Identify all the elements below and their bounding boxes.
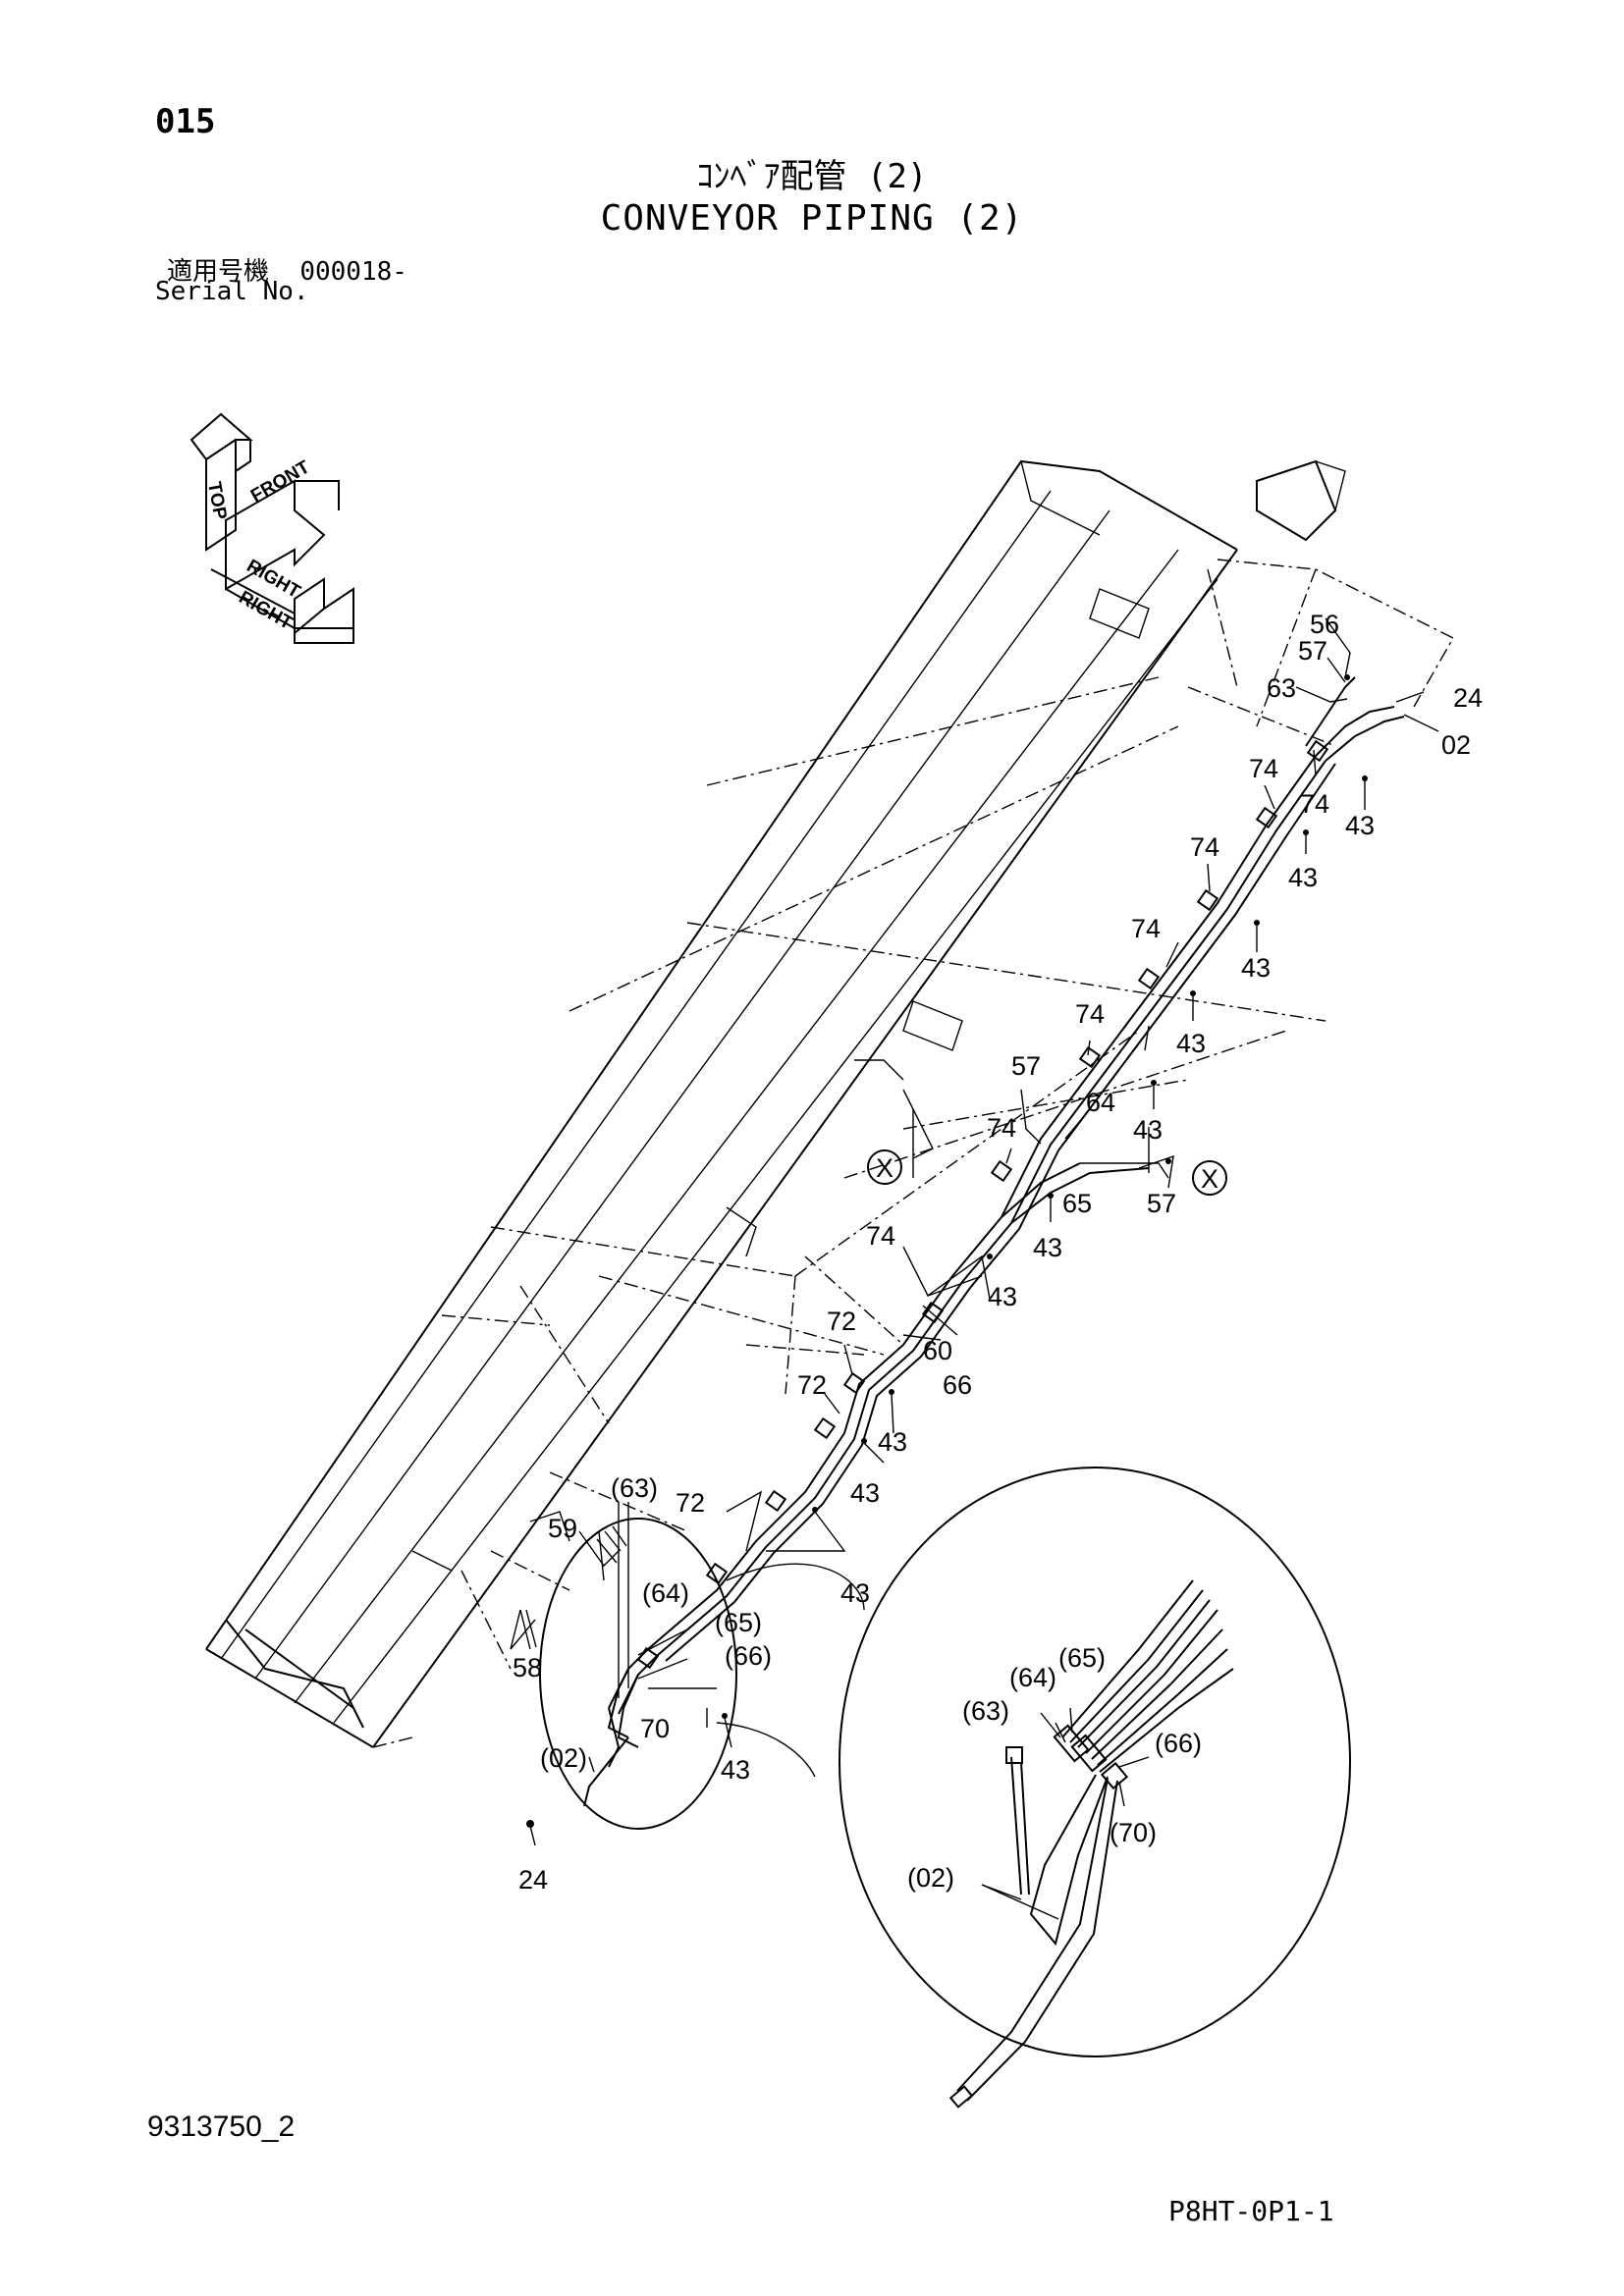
callout-58: 58 (513, 1653, 542, 1682)
callout-24: 24 (518, 1865, 548, 1895)
callout-74: 74 (866, 1221, 895, 1251)
callout-65: 65 (1062, 1189, 1092, 1218)
callout-43: 43 (1176, 1029, 1206, 1058)
callout-57: 57 (1011, 1051, 1041, 1081)
callout-72: 72 (676, 1488, 705, 1518)
serial-label-jp-text: 適用号機 (167, 257, 270, 287)
page-number: 015 (155, 102, 216, 141)
callout-43: 43 (840, 1578, 870, 1608)
section-marker-left-label: X (876, 1153, 893, 1183)
detail-callout-63-ref: (63) (962, 1696, 1009, 1726)
callout-57: 57 (1147, 1189, 1176, 1218)
detail-callout-66-ref: (66) (1155, 1729, 1202, 1758)
serial-label-japanese: 適用号機 000018- (167, 251, 407, 288)
callout-43: 43 (988, 1282, 1017, 1311)
callout-74: 74 (1075, 999, 1105, 1029)
callout-66-ref: (66) (725, 1641, 772, 1671)
callout-66: 66 (943, 1370, 972, 1400)
section-marker-left: X (867, 1149, 902, 1185)
callout-43: 43 (721, 1755, 750, 1785)
callout-02-ref: (02) (540, 1743, 587, 1773)
callout-60: 60 (923, 1336, 952, 1365)
callout-59: 59 (548, 1514, 577, 1543)
callout-72: 72 (827, 1307, 856, 1336)
conveyor-frame (205, 459, 1454, 1748)
callout-64-ref: (64) (642, 1578, 689, 1608)
callout-43: 43 (1288, 863, 1318, 892)
callout-43: 43 (1345, 811, 1375, 840)
callout-64: 64 (1086, 1088, 1115, 1117)
callout-74: 74 (1249, 754, 1278, 783)
title-english: CONVEYOR PIPING (2) (600, 198, 1024, 239)
serial-value: 000018- (299, 257, 407, 287)
leader-lines (510, 617, 1439, 1846)
callout-43: 43 (1133, 1115, 1163, 1145)
sheet-code: P8HT-0P1-1 (1168, 2195, 1334, 2227)
detail-view (539, 1467, 1351, 2109)
orientation-indicator: TOP FRONT RIGHT RIGHT (189, 412, 354, 644)
callout-56: 56 (1310, 610, 1339, 639)
callout-74: 74 (1300, 789, 1329, 819)
callout-74: 74 (987, 1113, 1016, 1143)
callout-72: 72 (797, 1370, 827, 1400)
callout-43: 43 (1241, 953, 1271, 983)
callout-43: 43 (850, 1478, 880, 1508)
title-japanese: ｺﾝﾍﾞｱ配管 (2) (696, 157, 928, 196)
callouts: 56 57 63 24 02 74 74 43 74 43 74 43 74 4… (513, 610, 1483, 1895)
document-number: 9313750_2 (147, 2110, 296, 2143)
section-marker-right: X (1192, 1160, 1227, 1196)
serial-label-english: Serial No. (155, 277, 309, 306)
callout-24: 24 (1453, 683, 1483, 713)
callout-65-ref: (65) (715, 1608, 762, 1637)
callout-74: 74 (1131, 914, 1161, 943)
callout-63-ref: (63) (611, 1473, 658, 1503)
detail-callout-70-ref: (70) (1110, 1818, 1157, 1847)
callout-63: 63 (1267, 673, 1296, 703)
orientation-top-label: TOP (203, 480, 230, 521)
callout-70: 70 (640, 1714, 670, 1743)
callout-02: 02 (1441, 730, 1471, 760)
hose-bundle (583, 676, 1405, 1807)
detail-callout-64-ref: (64) (1009, 1663, 1056, 1692)
detail-callout-65-ref: (65) (1058, 1643, 1106, 1673)
callout-57: 57 (1298, 636, 1327, 666)
callout-74: 74 (1190, 832, 1219, 862)
callout-43: 43 (1033, 1233, 1062, 1262)
detail-callout-02-ref: (02) (907, 1863, 954, 1893)
callout-43: 43 (878, 1427, 907, 1457)
section-marker-right-label: X (1201, 1164, 1218, 1194)
